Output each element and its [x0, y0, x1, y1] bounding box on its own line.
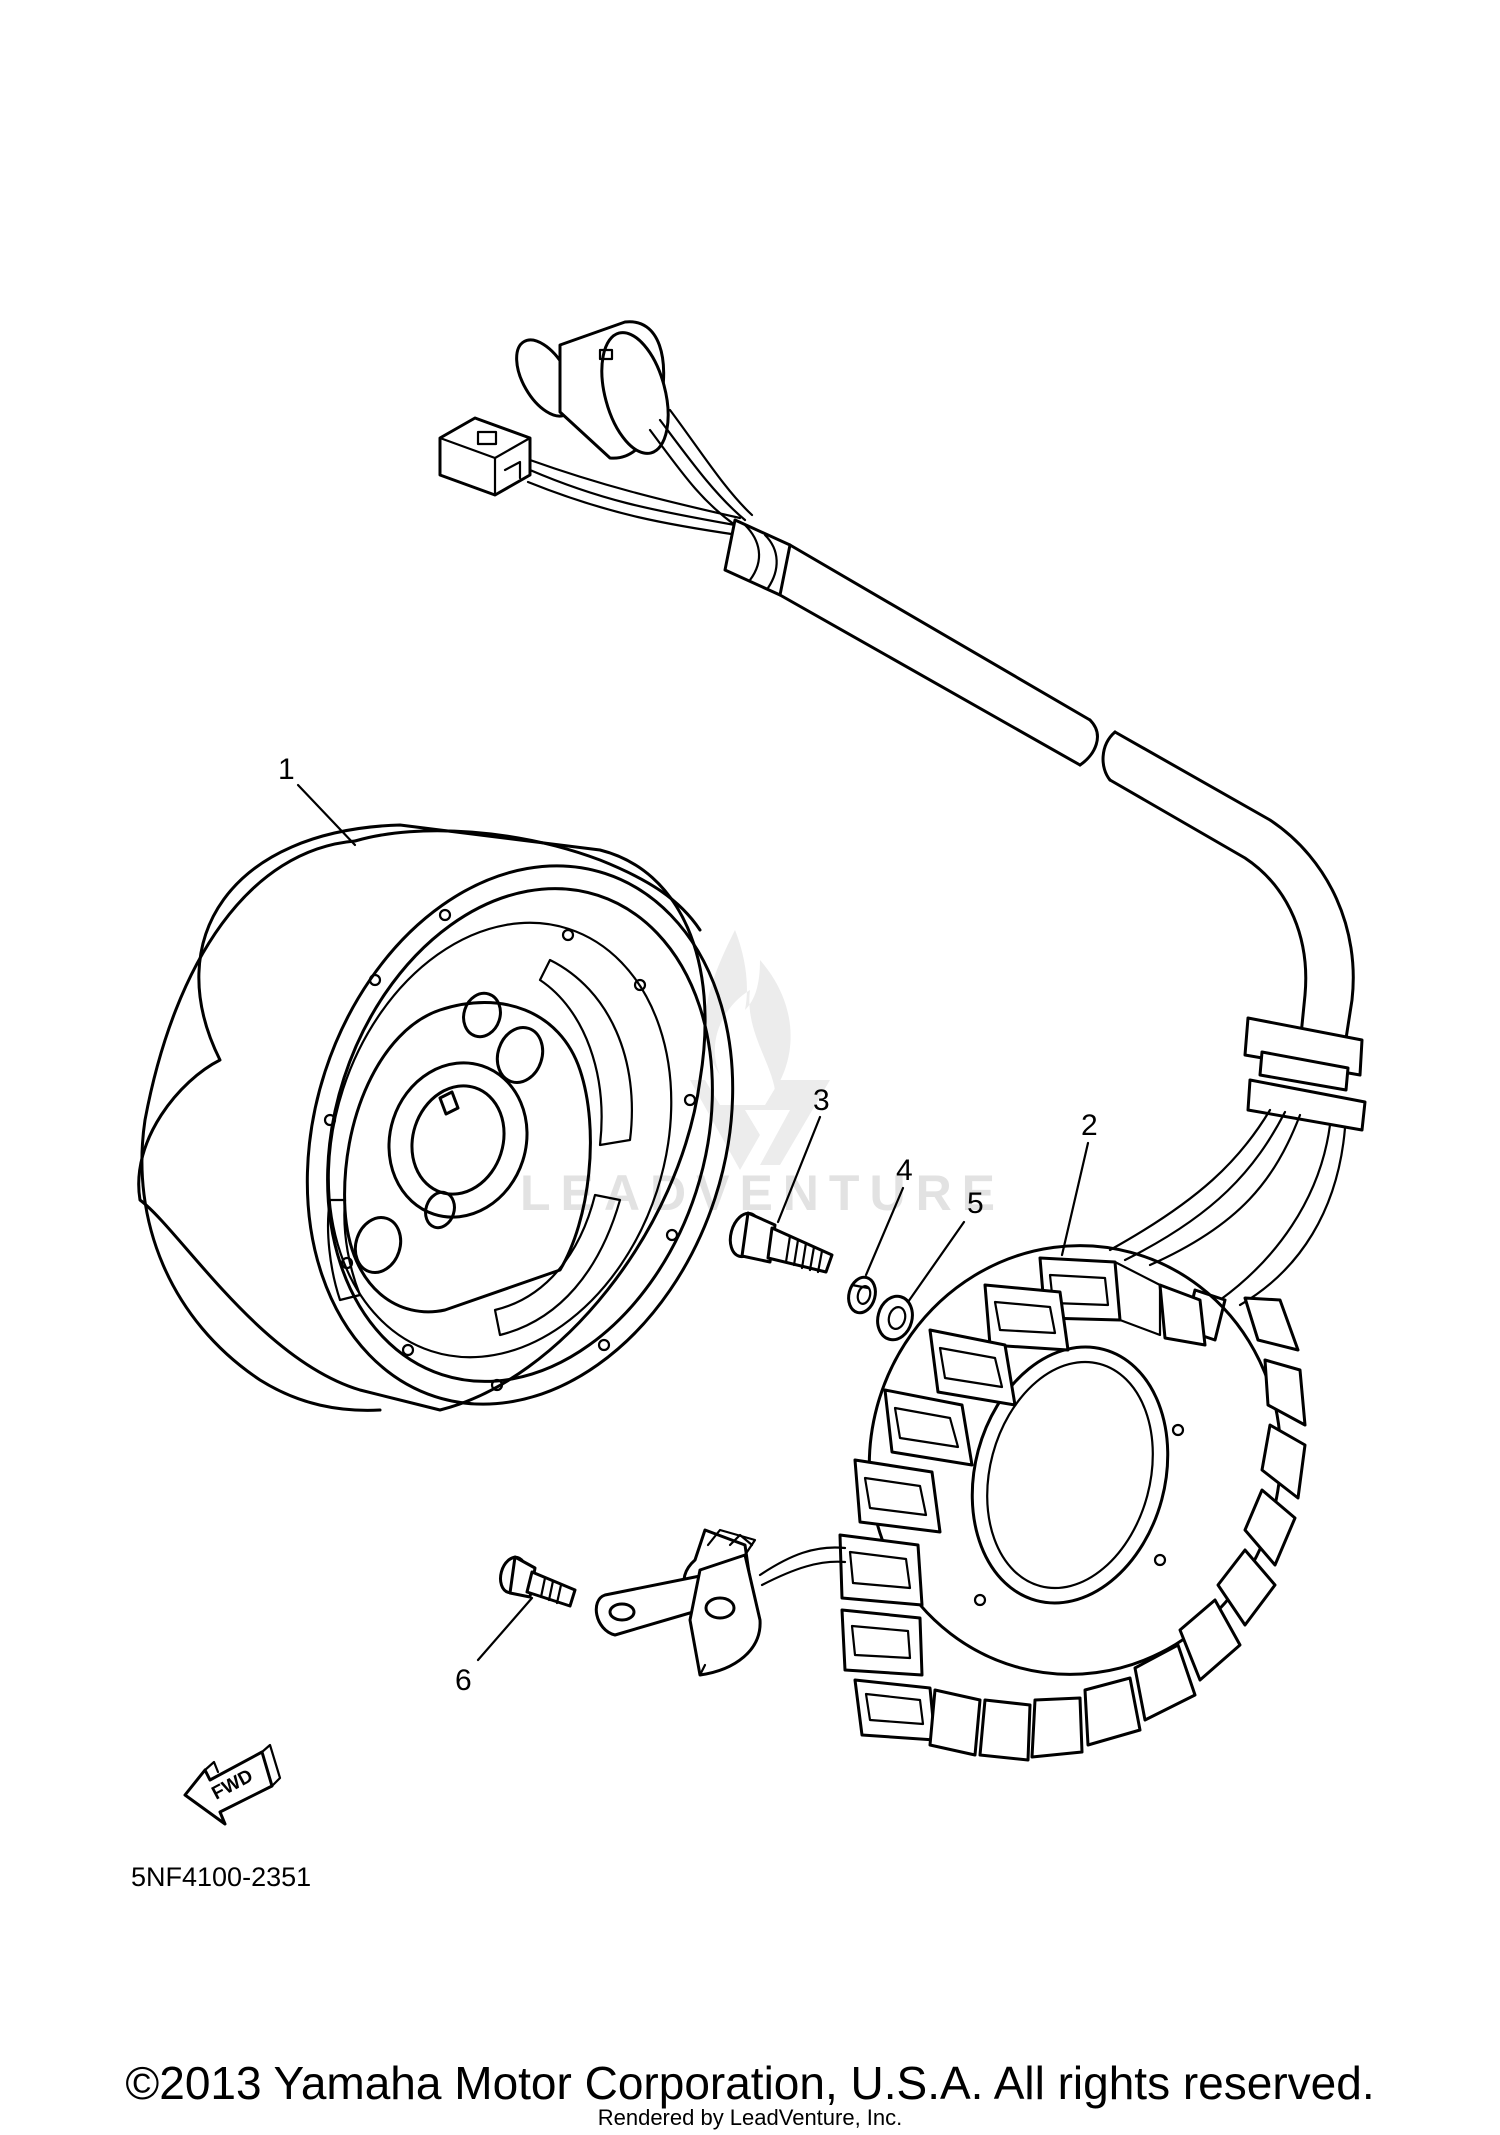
leader-line-5 [906, 1220, 966, 1304]
callout-2: 2 [1081, 1109, 1098, 1142]
callout-4: 4 [896, 1154, 913, 1187]
rendered-by-notice: Rendered by LeadVenture, Inc. [597, 2105, 903, 2130]
callout-5: 5 [967, 1187, 984, 1220]
leadventure-watermark-text: LEADVENTURE [520, 1165, 1005, 1221]
leader-line-6 [476, 1596, 534, 1662]
callout-3: 3 [813, 1084, 830, 1117]
pickup-coil [594, 1528, 847, 1677]
wire-harness [438, 320, 1367, 1342]
diagram-code: 5NF4100-2351 [131, 1862, 312, 1892]
rotor-flywheel-part [137, 823, 735, 1412]
stator-outer-coils [928, 1283, 1307, 1762]
callout-6: 6 [455, 1664, 472, 1697]
callout-leaders [296, 783, 1090, 1662]
bolt-part-3 [728, 1211, 834, 1274]
leader-line-2 [1060, 1141, 1090, 1257]
plain-washer-part-5 [876, 1294, 914, 1342]
fwd-arrow-icon: FWD [183, 1743, 282, 1826]
lock-washer-part-4 [847, 1275, 877, 1315]
rotor-rim-holes [323, 908, 697, 1392]
square-connector [438, 416, 532, 497]
leadventure-watermark: LEADVENTURE [520, 930, 1005, 1221]
stator-assembly-part [594, 1244, 1307, 1762]
copyright-notice: ©2013 Yamaha Motor Corporation, U.S.A. A… [125, 2057, 1375, 2109]
stator-coil-poles [838, 1256, 1162, 1742]
leader-line-1 [296, 783, 357, 847]
round-connector [515, 320, 670, 460]
leadventure-flame-logo [690, 930, 830, 1170]
callout-1: 1 [278, 753, 295, 786]
leader-line-3 [776, 1115, 822, 1224]
leader-line-4 [864, 1186, 905, 1277]
screw-part-6 [499, 1555, 577, 1608]
